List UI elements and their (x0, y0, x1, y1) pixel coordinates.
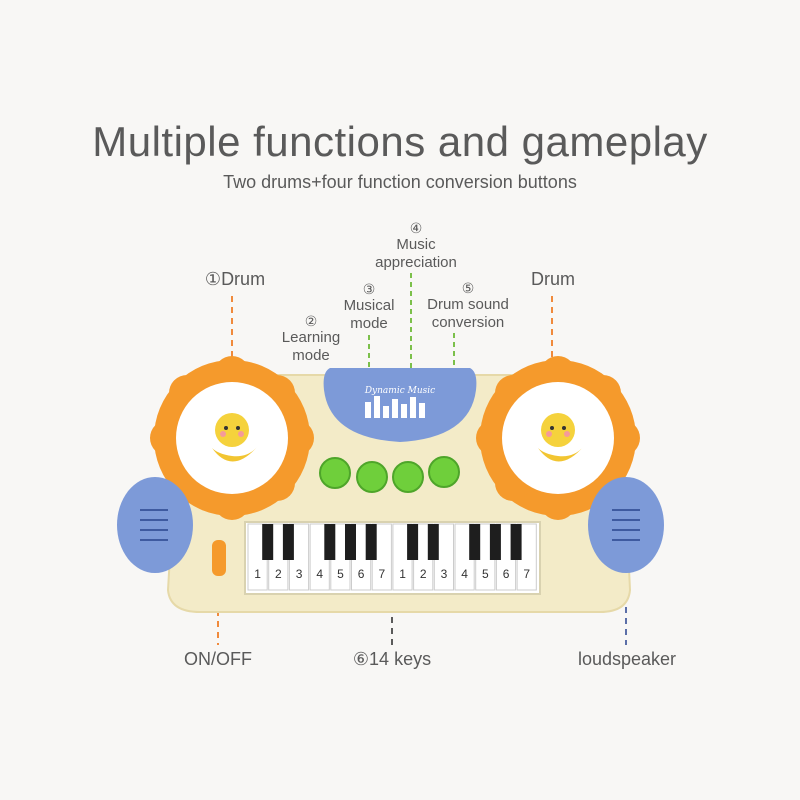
black-key[interactable] (489, 524, 501, 560)
callout-learning-mode: ② Learning mode (281, 313, 341, 364)
switch-button[interactable] (428, 456, 460, 488)
black-key[interactable] (427, 524, 439, 560)
right-speaker (588, 477, 664, 573)
callout-drum-sound: ⑤ Drum sound conversion (427, 280, 509, 331)
black-key[interactable] (469, 524, 481, 560)
callout-music-appreciation: ④ Music appreciation (375, 220, 457, 271)
page-title: Multiple functions and gameplay (92, 118, 708, 165)
black-key[interactable] (282, 524, 294, 560)
key-number-label: 2 (420, 567, 427, 581)
brand-label: Dynamic Music (364, 386, 435, 396)
black-key[interactable] (324, 524, 336, 560)
key-number-label: 6 (358, 567, 365, 581)
left-speaker (117, 477, 193, 573)
key-number-label: 1 (399, 567, 406, 581)
page-subtitle: Two drums+four function conversion butto… (223, 172, 577, 192)
music-appreciation-button[interactable] (392, 461, 424, 493)
musical-mode-button[interactable] (356, 461, 388, 493)
black-key[interactable] (510, 524, 522, 560)
on-off-switch[interactable] (212, 540, 226, 576)
function-buttons (319, 456, 460, 493)
black-key[interactable] (262, 524, 274, 560)
callout-keys: ⑥14 keys (352, 649, 432, 669)
key-number-label: 2 (275, 567, 282, 581)
black-key[interactable] (407, 524, 419, 560)
callout-drum-right: Drum (531, 269, 575, 289)
black-key[interactable] (345, 524, 356, 560)
equalizer-bars (365, 396, 425, 418)
key-number-label: 4 (461, 567, 468, 581)
left-drum[interactable] (150, 356, 314, 520)
callout-loudspeaker: loudspeaker (577, 649, 677, 669)
key-number-label: 1 (254, 567, 261, 581)
key-number-label: 5 (482, 567, 489, 581)
key-number-label: 3 (441, 567, 448, 581)
callout-drum-left: ①Drum (204, 269, 266, 289)
key-number-label: 7 (379, 567, 386, 581)
callout-musical-mode: ③ Musical mode (343, 281, 395, 332)
top-panel (323, 368, 477, 442)
right-drum[interactable] (476, 356, 640, 520)
callout-on-off: ON/OFF (184, 649, 252, 669)
key-number-label: 6 (503, 567, 510, 581)
key-number-label: 3 (296, 567, 303, 581)
black-key[interactable] (365, 524, 377, 560)
key-number-label: 4 (316, 567, 323, 581)
key-number-label: 5 (337, 567, 344, 581)
key-number-label: 7 (523, 567, 530, 581)
learning-mode-button[interactable] (319, 457, 351, 489)
